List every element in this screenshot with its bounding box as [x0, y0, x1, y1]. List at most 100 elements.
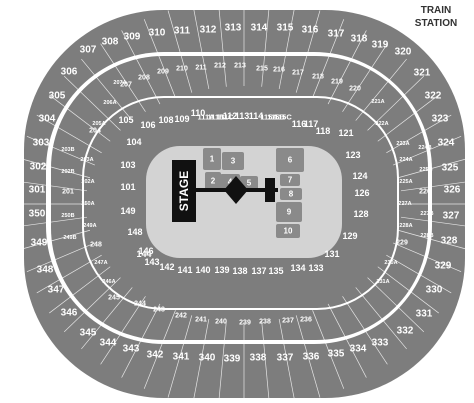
section-227a[interactable]: 227A — [398, 201, 411, 207]
section-227b[interactable]: 227B — [420, 211, 433, 217]
section-226[interactable]: 226 — [419, 189, 431, 196]
section-220[interactable]: 220 — [349, 86, 361, 93]
section-103[interactable]: 103 — [120, 160, 135, 170]
section-347[interactable]: 347 — [48, 285, 65, 296]
section-250b[interactable]: 250B — [61, 213, 74, 219]
section-242[interactable]: 242 — [175, 313, 187, 320]
floor-section-2[interactable]: 2 — [211, 177, 216, 186]
section-109[interactable]: 109 — [174, 114, 189, 124]
section-308[interactable]: 308 — [102, 37, 119, 48]
section-310[interactable]: 310 — [149, 28, 166, 39]
section-201[interactable]: 201 — [62, 189, 74, 196]
section-126[interactable]: 126 — [354, 188, 369, 198]
section-215[interactable]: 215 — [256, 66, 268, 73]
section-203a[interactable]: 203A — [80, 157, 93, 163]
section-115c[interactable]: 115C — [274, 113, 292, 122]
section-210[interactable]: 210 — [176, 66, 188, 73]
section-113[interactable]: 113 — [235, 111, 250, 121]
section-212[interactable]: 212 — [214, 63, 226, 70]
section-327[interactable]: 327 — [443, 211, 460, 222]
section-121[interactable]: 121 — [338, 128, 353, 138]
section-110[interactable]: 110 — [191, 108, 206, 118]
section-101[interactable]: 101 — [120, 182, 135, 192]
section-350[interactable]: 350 — [29, 209, 46, 220]
section-245[interactable]: 245 — [108, 295, 120, 302]
section-115b[interactable]: 115B — [267, 113, 285, 122]
section-219[interactable]: 219 — [331, 79, 343, 86]
section-345[interactable]: 345 — [80, 328, 97, 339]
section-237[interactable]: 237 — [282, 318, 294, 325]
floor-section-4[interactable]: 4 — [228, 178, 233, 187]
section-207a[interactable]: 207A — [113, 80, 126, 86]
section-207[interactable]: 207 — [120, 82, 132, 89]
section-222a[interactable]: 222A — [375, 121, 388, 127]
section-143[interactable]: 143 — [144, 257, 159, 267]
section-349[interactable]: 349 — [31, 238, 48, 249]
section-208[interactable]: 208 — [138, 75, 150, 82]
floor-section-3[interactable]: 3 — [231, 157, 236, 166]
section-148[interactable]: 148 — [127, 227, 142, 237]
section-306[interactable]: 306 — [61, 67, 78, 78]
section-142[interactable]: 142 — [159, 262, 174, 272]
section-343[interactable]: 343 — [123, 344, 140, 355]
section-348[interactable]: 348 — [37, 265, 54, 276]
section-330[interactable]: 330 — [426, 285, 443, 296]
section-137[interactable]: 137 — [251, 266, 266, 276]
section-249a[interactable]: 249A — [83, 223, 96, 229]
section-116[interactable]: 116 — [292, 119, 307, 129]
section-111c[interactable]: 111C — [216, 113, 234, 122]
section-123[interactable]: 123 — [345, 150, 360, 160]
section-314[interactable]: 314 — [251, 23, 268, 34]
section-135[interactable]: 135 — [268, 266, 283, 276]
section-133[interactable]: 133 — [308, 263, 323, 273]
section-342[interactable]: 342 — [147, 350, 164, 361]
section-111b[interactable]: 111B — [207, 113, 225, 122]
section-309[interactable]: 309 — [124, 32, 141, 43]
section-322[interactable]: 322 — [425, 91, 442, 102]
section-203b[interactable]: 203B — [61, 147, 74, 153]
section-134[interactable]: 134 — [290, 263, 305, 273]
section-238[interactable]: 238 — [259, 319, 271, 326]
section-217[interactable]: 217 — [292, 70, 304, 77]
section-332[interactable]: 332 — [397, 326, 414, 337]
floor-section-8[interactable]: 8 — [289, 190, 294, 199]
section-118[interactable]: 118 — [316, 126, 331, 136]
section-312[interactable]: 312 — [200, 25, 217, 36]
section-138[interactable]: 138 — [232, 266, 247, 276]
section-250a[interactable]: 250A — [81, 201, 94, 207]
section-326[interactable]: 326 — [444, 185, 461, 196]
section-336[interactable]: 336 — [303, 352, 320, 363]
section-321[interactable]: 321 — [414, 68, 431, 79]
section-124[interactable]: 124 — [352, 171, 367, 181]
section-315[interactable]: 315 — [277, 23, 294, 34]
floor-section-10[interactable]: 10 — [284, 227, 293, 236]
section-335[interactable]: 335 — [328, 349, 345, 360]
section-302[interactable]: 302 — [30, 162, 47, 173]
section-131[interactable]: 131 — [324, 249, 339, 259]
floor-section-9[interactable]: 9 — [287, 208, 292, 217]
section-202a[interactable]: 202A — [81, 179, 94, 185]
section-129[interactable]: 129 — [342, 231, 357, 241]
section-228b[interactable]: 228B — [420, 233, 433, 239]
section-329[interactable]: 329 — [435, 261, 452, 272]
section-149[interactable]: 149 — [120, 206, 135, 216]
section-318[interactable]: 318 — [351, 34, 368, 45]
section-114[interactable]: 114 — [249, 111, 264, 121]
section-141[interactable]: 141 — [177, 265, 192, 275]
section-225a[interactable]: 225A — [399, 179, 412, 185]
section-112[interactable]: 112 — [223, 111, 238, 121]
section-146[interactable]: 146 — [138, 246, 153, 256]
section-117[interactable]: 117 — [304, 119, 319, 129]
section-231a[interactable]: 231A — [376, 279, 389, 285]
section-240[interactable]: 240 — [215, 319, 227, 326]
section-239[interactable]: 239 — [239, 320, 251, 327]
section-307[interactable]: 307 — [80, 45, 97, 56]
section-104[interactable]: 104 — [126, 137, 141, 147]
section-111a[interactable]: 111A — [197, 113, 215, 122]
section-313[interactable]: 313 — [225, 23, 242, 34]
section-105[interactable]: 105 — [118, 115, 133, 125]
section-341[interactable]: 341 — [173, 352, 190, 363]
section-305[interactable]: 305 — [49, 91, 66, 102]
section-216[interactable]: 216 — [273, 67, 285, 74]
section-115a[interactable]: 115A — [260, 113, 278, 122]
